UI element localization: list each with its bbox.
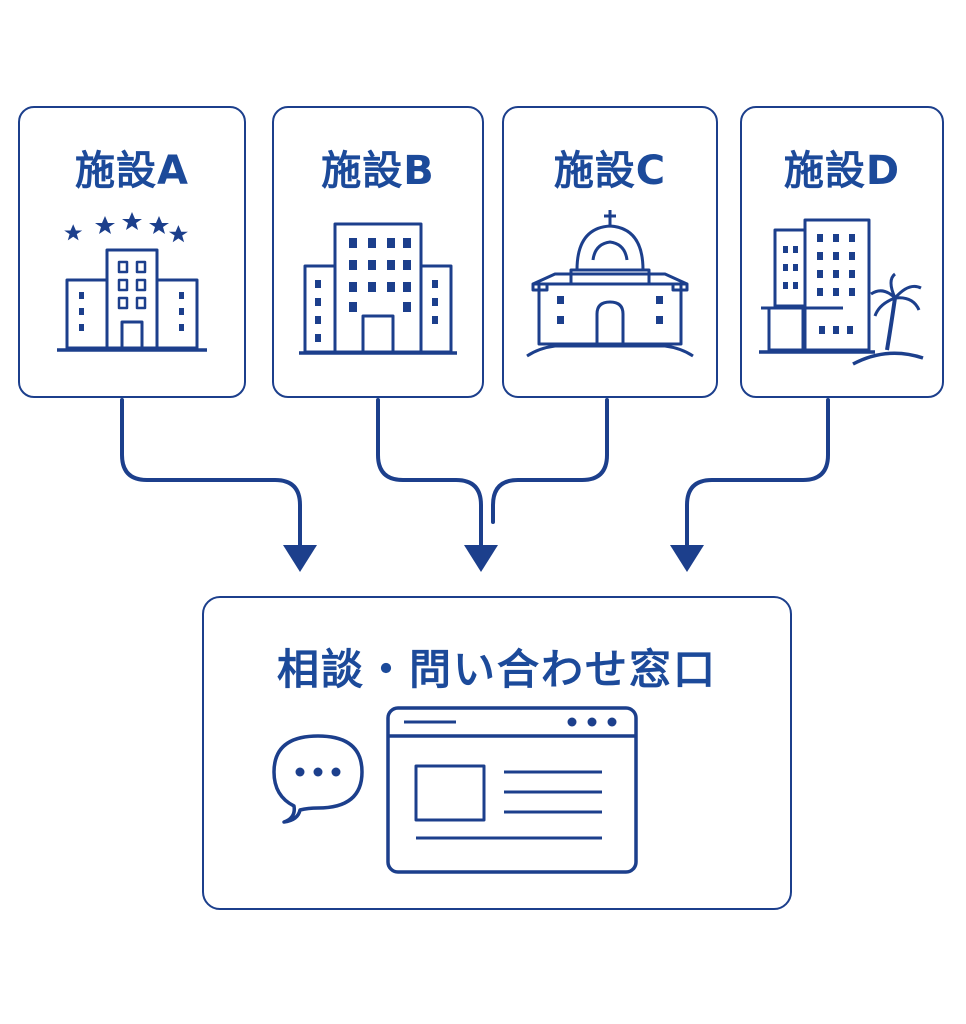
arrow-d-head xyxy=(670,545,704,572)
resort-building-icon xyxy=(757,216,927,366)
arrow-d-line xyxy=(685,398,830,547)
arrow-c-line xyxy=(491,398,609,524)
browser-window-icon xyxy=(386,706,638,874)
domed-hall-icon xyxy=(525,208,695,360)
facility-name: 施設D xyxy=(783,148,901,194)
hotel-building-icon xyxy=(47,204,217,354)
facility-name: 施設C xyxy=(553,148,667,194)
arrow-a-head xyxy=(283,545,317,572)
arrow-a-line xyxy=(120,398,302,547)
facility-card-c: 施設C xyxy=(502,106,718,398)
facility-card-d: 施設D xyxy=(740,106,944,398)
consultation-desk-box: 相談・問い合わせ窓口 xyxy=(202,596,792,910)
office-building-icon xyxy=(293,218,463,358)
chat-bubble-icon xyxy=(268,724,372,824)
facility-name: 施設B xyxy=(321,148,435,194)
arrow-b-head xyxy=(464,545,498,572)
facility-card-b: 施設B xyxy=(272,106,484,398)
hub-title: 相談・問い合わせ窓口 xyxy=(276,645,717,694)
facility-card-a: 施設A xyxy=(18,106,246,398)
facility-name: 施設A xyxy=(75,148,189,194)
arrow-b-line xyxy=(376,398,483,547)
